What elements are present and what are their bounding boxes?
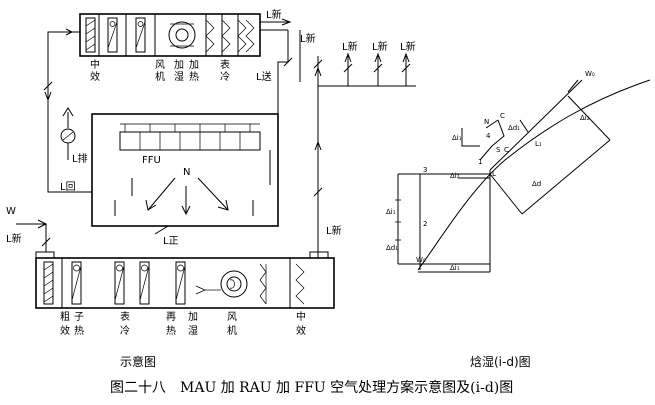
chart-point-n: N <box>484 118 489 126</box>
chart-delta-label: Δd₁ <box>386 244 398 252</box>
coil-icon <box>139 261 150 305</box>
chart-point-s: S <box>496 146 501 154</box>
filter-icon <box>205 19 255 53</box>
chart-delta-label: Δi₁ <box>386 208 396 216</box>
top-section-label: 机 <box>155 70 165 83</box>
filter-icon <box>85 17 96 53</box>
top-section-label: 风 <box>155 59 165 71</box>
coil-icon <box>135 17 146 53</box>
room-point-label: N <box>183 167 190 178</box>
clean-room: FFU N L正 <box>91 113 279 247</box>
chart-delta-label: Δd₁ <box>508 124 520 132</box>
chart-point-c2: C <box>504 146 509 154</box>
pressure-label: L正 <box>163 236 179 247</box>
coil-icon <box>175 261 186 305</box>
filter-icon <box>259 263 305 305</box>
top-section-label: 中 <box>90 58 100 71</box>
coil-icon <box>114 261 125 305</box>
chart-delta-label: Δi₁ <box>452 134 462 142</box>
chart-point-l1: L₁ <box>535 140 542 148</box>
chart-point-w0: W₀ <box>585 70 595 78</box>
label-branch-2: L新 <box>372 40 388 53</box>
top-section-label: 湿 <box>174 71 184 83</box>
chart-point-2: 2 <box>423 220 427 228</box>
right-subcaption: 焓湿(i-d)图 <box>470 354 531 369</box>
bottom-unit-labels: 粗 效 子 热 表 冷 再 热 加 湿 风 机 中 效 <box>60 310 306 337</box>
top-section-label: 表 <box>220 58 230 71</box>
bottom-section-label: 效 <box>296 324 306 337</box>
bottom-section-label: 机 <box>227 324 237 337</box>
chart-point-c: C <box>500 112 505 120</box>
airflow-labels: L新 L送 L新 L新 L新 L新 L排 L回 W L新 L新 <box>6 8 416 245</box>
saturation-curve <box>417 79 651 271</box>
bottom-air-handling-unit: 粗 效 子 热 表 冷 再 热 加 湿 风 机 中 效 <box>16 219 335 337</box>
chart-delta-label: Δi₁ <box>450 264 460 272</box>
chart-delta-label: Δi₂ <box>580 114 590 122</box>
top-unit-labels: 中 效 风 机 加 湿 加 热 表 冷 <box>90 58 230 83</box>
label-branch-3: L新 <box>400 40 416 53</box>
top-section-label: 热 <box>189 70 199 83</box>
chart-point-l: L <box>492 170 496 178</box>
bottom-section-label: 粗 <box>60 311 70 323</box>
label-fresh-top: L新 <box>266 8 282 21</box>
top-section-label: 效 <box>90 70 100 83</box>
label-return: L回 <box>60 181 76 193</box>
fan-icon <box>168 21 196 49</box>
bottom-section-label: 效 <box>60 324 70 337</box>
label-branch-1: L新 <box>342 40 358 53</box>
bottom-section-label: 湿 <box>188 325 198 337</box>
fan-icon <box>195 270 248 298</box>
left-subcaption: 示意图 <box>120 354 156 369</box>
filter-icon <box>43 261 54 305</box>
top-section-label: 加 <box>189 59 199 71</box>
label-fresh-mid: L新 <box>300 32 316 45</box>
label-supply: L送 <box>256 70 272 83</box>
ffu-label: FFU <box>142 155 161 166</box>
bottom-section-label: 子 <box>74 311 84 323</box>
duct-network <box>43 18 416 258</box>
chart-label-w-bottom: W₀ <box>416 256 426 264</box>
label-outdoor-w: W <box>6 206 16 217</box>
top-section-label: 加 <box>174 59 184 71</box>
bottom-section-label: 加 <box>188 311 198 323</box>
chart-point-3: 3 <box>423 166 427 174</box>
top-air-handling-unit: 中 效 风 机 加 湿 加 热 表 冷 <box>79 13 261 83</box>
bottom-section-label: 风 <box>227 311 237 323</box>
top-section-label: 冷 <box>220 70 230 83</box>
chart-delta-label: Δi₂ <box>450 172 460 180</box>
figure-caption: 图二十八 MAU 加 RAU 加 FFU 空气处理方案示意图及(i-d)图 <box>110 379 513 396</box>
ffu-array <box>119 123 261 151</box>
bottom-section-label: 中 <box>296 310 306 323</box>
pump-icon <box>60 128 76 160</box>
chart-delta-label: Δd <box>532 180 541 188</box>
coil-icon <box>71 261 82 305</box>
chart-point-1: 1 <box>478 158 482 166</box>
bottom-section-label: 表 <box>120 310 130 323</box>
chart-point-4: 4 <box>486 132 491 140</box>
label-fresh-right: L新 <box>326 224 342 237</box>
id-chart: W₀ C N 4 S C 1 L 3 2 L₁ W₀ Δi₁ Δd₁ Δi₂ Δ… <box>386 70 651 273</box>
bottom-section-label: 热 <box>74 324 84 337</box>
bottom-section-label: 冷 <box>120 324 130 337</box>
bottom-section-label: 热 <box>166 324 176 337</box>
bottom-section-label: 再 <box>166 311 176 323</box>
label-fresh-bottom: L新 <box>6 232 22 245</box>
label-exhaust: L排 <box>72 152 88 165</box>
coil-icon <box>107 17 118 53</box>
